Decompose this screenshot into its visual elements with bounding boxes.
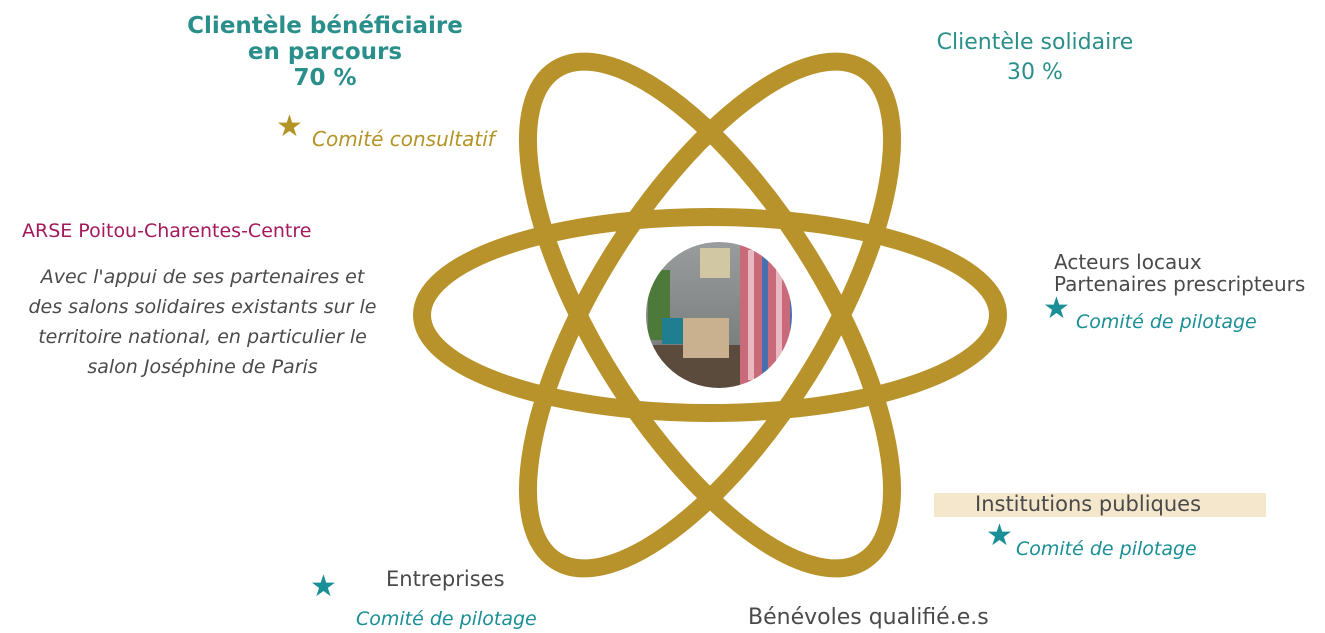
local-actors-line2: Partenaires prescripteurs [1054, 272, 1306, 296]
star-icon: ★ [1043, 291, 1070, 326]
solidarity-line1: Clientèle solidaire [936, 30, 1134, 55]
solidarity-clients-label: Clientèle solidaire 30 % [905, 28, 1165, 88]
star-icon: ★ [310, 569, 337, 604]
institutions-highlight [934, 493, 1266, 517]
institutions-committee: Comité de pilotage [1016, 538, 1197, 560]
arse-desc-line1: Avec l'appui de ses partenaires et [40, 266, 365, 288]
orbit-horizontal [413, 208, 1007, 422]
beneficiary-line2: en parcours [247, 39, 403, 65]
beneficiary-line1: Clientèle bénéficiaire [187, 13, 463, 39]
arse-title: ARSE Poitou-Charentes-Centre [22, 220, 312, 242]
arse-desc-line2: des salons solidaires existants sur le [28, 296, 377, 318]
volunteers-label: Bénévoles qualifié.e.s [748, 605, 989, 630]
orbit-tilted-left [518, 52, 902, 578]
local-actors-label: Acteurs locaux Partenaires prescripteurs [1054, 251, 1305, 295]
orbit-tilted-right [518, 52, 902, 578]
local-actors-committee: Comité de pilotage [1076, 311, 1257, 333]
companies-label: Entreprises [386, 567, 505, 591]
companies-committee: Comité de pilotage [356, 608, 537, 630]
institutions-label: Institutions publiques [975, 492, 1202, 516]
consultative-committee-label: Comité consultatif [312, 127, 495, 151]
local-actors-line1: Acteurs locaux [1054, 250, 1202, 274]
star-icon: ★ [276, 109, 303, 144]
star-icon: ★ [986, 518, 1013, 553]
arse-desc-line3: territoire national, en particulier le [38, 326, 367, 348]
solidarity-percent: 30 % [1007, 60, 1063, 85]
beneficiary-percent: 70 % [293, 65, 357, 91]
arse-desc-line4: salon Joséphine de Paris [87, 356, 318, 378]
beneficiary-clients-label: Clientèle bénéficiaire en parcours 70 % [160, 13, 490, 91]
arse-description: Avec l'appui de ses partenaires et des s… [0, 262, 405, 382]
